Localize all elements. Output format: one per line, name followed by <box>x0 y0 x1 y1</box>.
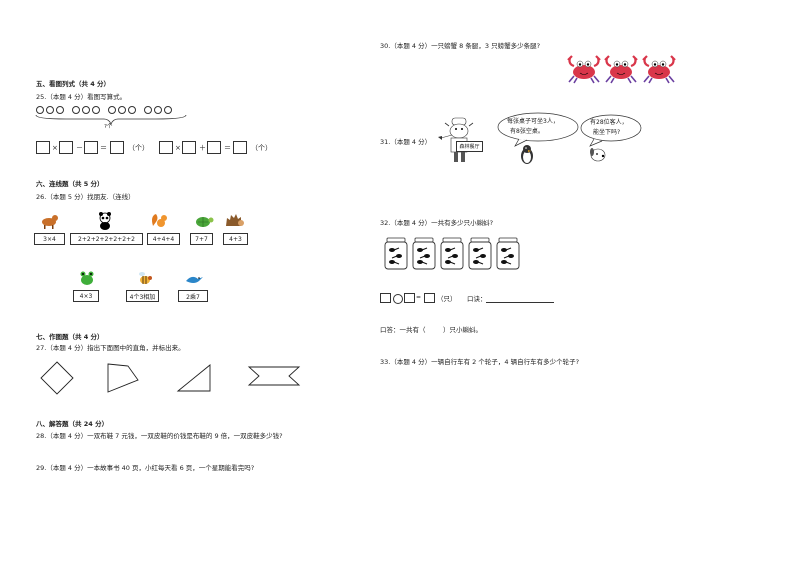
q25-eq2-box-1[interactable] <box>159 141 173 154</box>
q26-top-cell-3[interactable]: 4+4+4 <box>147 233 180 245</box>
q25-eq1-box-4[interactable] <box>110 141 124 154</box>
q25-eq2-op-2: ＋ <box>199 144 206 152</box>
q26-top-cell-5[interactable]: 4+3 <box>223 233 248 245</box>
q32-operator-circle[interactable] <box>393 294 403 304</box>
crab-icon <box>604 55 638 84</box>
q25-circle <box>92 106 100 114</box>
section-6-title: 六、连线题（共 5 分） <box>36 180 104 188</box>
shape-trapezoid[interactable] <box>106 362 140 396</box>
q31-bubble-2-line-1: 有28位客人， <box>590 119 628 126</box>
question-33: 33.（本题 4 分）一辆自行车有 2 个轮子，4 辆自行车有多少个轮子? <box>380 358 580 366</box>
crab-icon <box>567 55 601 84</box>
tadpole-jar-icon <box>496 237 520 270</box>
q25-circle <box>108 106 116 114</box>
q31-bubble-1-line-1: 每张桌子可坐3人， <box>507 118 559 125</box>
tadpole-jar-icon <box>440 237 464 270</box>
question-26: 26.（本题 5 分）找朋友.（连线） <box>36 193 135 201</box>
q31-restaurant-sign: 森林餐厅 <box>456 141 483 152</box>
q32-box-3[interactable] <box>424 293 435 303</box>
q25-brace <box>35 114 187 126</box>
shape-flag[interactable] <box>247 365 301 387</box>
shape-right-triangle[interactable] <box>176 363 212 393</box>
q31-bubble-1-shape <box>497 112 579 147</box>
q31-bubble-2-shape <box>580 114 642 147</box>
question-32: 32.（本题 4 分）一共有多少只小蝌蚪? <box>380 219 494 227</box>
question-30: 30.（本题 4 分）一只螃蟹 8 条腿，3 只螃蟹多少条腿? <box>380 42 541 50</box>
panda-icon <box>99 212 111 230</box>
q26-bottom-cell-2[interactable]: 4个3相加 <box>126 290 159 302</box>
q25-circle <box>46 106 54 114</box>
shape-diamond[interactable] <box>40 361 74 395</box>
q32-answer-suffix: ）只小蝌蚪。 <box>443 326 482 334</box>
penguin-icon <box>521 145 533 164</box>
q32-box-2[interactable] <box>404 293 415 303</box>
bird-icon <box>186 276 203 283</box>
squirrel-icon <box>152 214 167 227</box>
question-27: 27.（本题 4 分）指出下面图中的直角，并标出来。 <box>36 344 185 352</box>
q31-bubble-1-line-2: 有8张空桌。 <box>510 128 544 135</box>
q32-equals: = <box>416 294 422 301</box>
crab-icon <box>642 55 676 84</box>
question-25: 25.（本题 4 分）看图写算式。 <box>36 93 127 101</box>
q31-bubble-2-line-2: 能坐下吗? <box>593 129 621 136</box>
q25-eq1-op-2: － <box>76 144 83 152</box>
q32-rhyme-blank[interactable] <box>486 302 554 303</box>
q25-circle <box>144 106 152 114</box>
tadpole-jar-icon <box>468 237 492 270</box>
q25-eq2-op-1: × <box>175 144 181 152</box>
q25-brace-label: ?个 <box>104 124 113 130</box>
tadpole-jar-icon <box>412 237 436 270</box>
q25-circle <box>118 106 126 114</box>
q25-circle <box>128 106 136 114</box>
q25-eq1-box-1[interactable] <box>36 141 50 154</box>
q25-eq1-op-3: ＝ <box>100 144 107 152</box>
q25-circle <box>154 106 162 114</box>
q26-top-cell-1[interactable]: 3×4 <box>34 233 65 245</box>
q25-eq2-unit: （个） <box>251 144 272 152</box>
q25-eq1-unit: （个） <box>128 144 149 152</box>
q25-circle <box>56 106 64 114</box>
q32-rhyme-label: 口诀： <box>467 295 487 303</box>
q25-eq1-box-3[interactable] <box>84 141 98 154</box>
frog-icon <box>80 271 94 285</box>
q25-eq2-op-3: ＝ <box>224 144 231 152</box>
tadpole-jar-icon <box>384 237 408 270</box>
q25-eq1-op-1: × <box>52 144 58 152</box>
section-8-title: 八、解答题（共 24 分） <box>36 420 109 428</box>
question-28: 28.（本题 4 分）一双布鞋 7 元钱，一双皮鞋的价钱是布鞋的 9 倍，一双皮… <box>36 432 283 440</box>
q25-circle <box>36 106 44 114</box>
q26-top-cell-4[interactable]: 7+7 <box>190 233 213 245</box>
dog-icon <box>590 148 606 162</box>
q25-eq2-box-2[interactable] <box>182 141 196 154</box>
q25-eq2-box-3[interactable] <box>207 141 221 154</box>
hedgehog-icon <box>226 214 244 226</box>
q26-top-cell-2[interactable]: 2+2+2+2+2+2+2 <box>70 233 143 245</box>
section-7-title: 七、作图题（共 4 分） <box>36 333 104 341</box>
turtle-icon <box>196 217 214 227</box>
q32-answer-prefix: 口答：一共有（ <box>380 326 426 334</box>
question-31: 31.（本题 4 分） <box>380 138 432 146</box>
horse-icon <box>42 215 58 229</box>
q25-eq1-box-2[interactable] <box>59 141 73 154</box>
q25-circle <box>164 106 172 114</box>
bee-icon <box>139 272 152 284</box>
q26-bottom-cell-1[interactable]: 4×3 <box>73 290 99 302</box>
q25-circle <box>72 106 80 114</box>
question-29: 29.（本题 4 分）一本故事书 40 页，小红每天看 6 页，一个星期能看完吗… <box>36 464 255 472</box>
section-5-title: 五、看图列式（共 4 分） <box>36 80 111 88</box>
q32-box-1[interactable] <box>380 293 391 303</box>
q25-eq2-box-4[interactable] <box>233 141 247 154</box>
q32-unit: （只） <box>437 295 457 303</box>
q25-circle <box>82 106 90 114</box>
q26-bottom-cell-3[interactable]: 2乘7 <box>178 290 208 302</box>
